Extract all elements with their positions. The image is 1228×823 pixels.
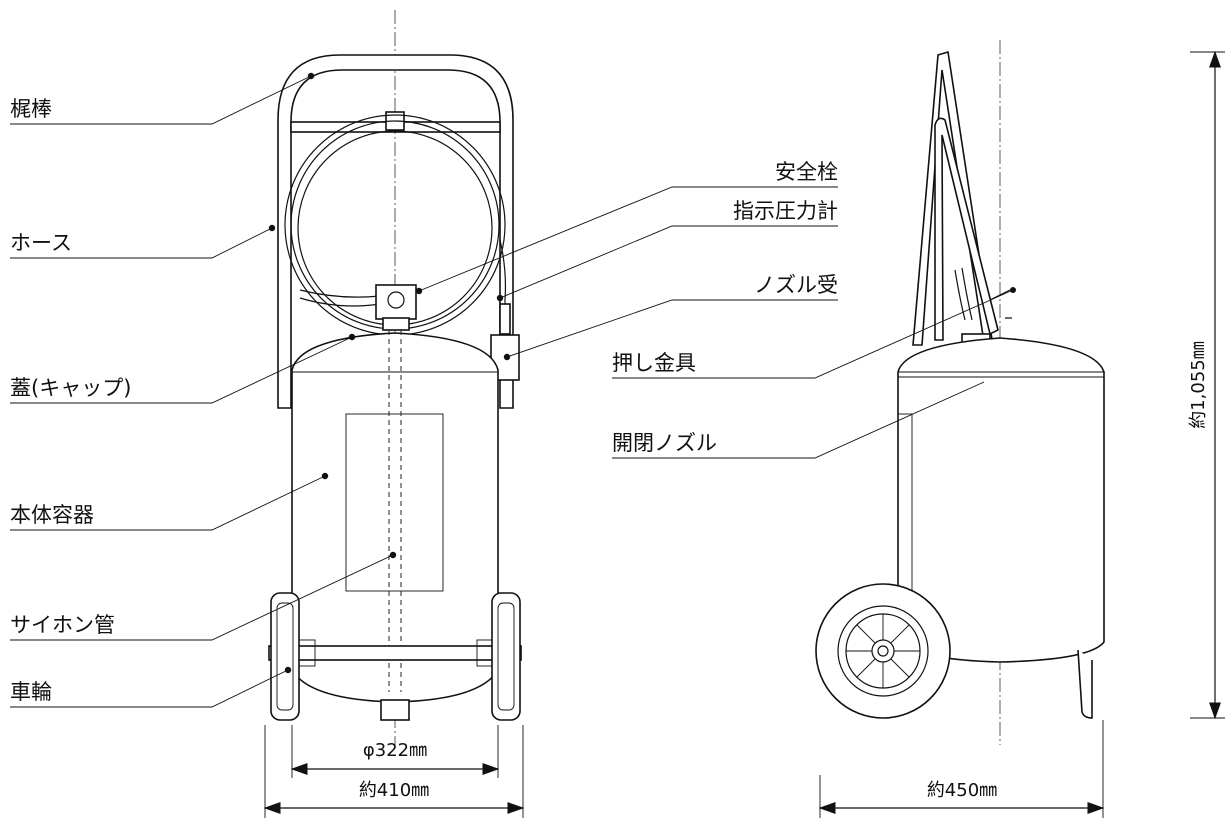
label-hose: ホース: [10, 231, 72, 255]
dim-side-width: 約450㎜: [927, 780, 997, 801]
label-handle: 梶棒: [10, 97, 52, 121]
label-siphon: サイホン管: [10, 613, 115, 637]
dim-front-width: 約410㎜: [359, 780, 429, 801]
part-labels: 梶棒 ホース 蓋(キャップ) 本体容器 サイホン管 車輪 安全栓 指示圧力計 ノ…: [10, 97, 838, 704]
wheel-spokes: [846, 614, 920, 688]
dimension-lines: [263, 50, 1225, 818]
dim-height: 約1,055㎜: [1188, 341, 1209, 429]
side-view: [815, 40, 1105, 745]
dim-body-diameter: φ322㎜: [363, 740, 427, 761]
label-body: 本体容器: [10, 503, 94, 527]
label-safety-pin: 安全栓: [775, 160, 838, 184]
front-view: [268, 10, 522, 745]
label-nozzle-holder: ノズル受: [754, 273, 838, 297]
label-push-fitting: 押し金具: [612, 351, 696, 375]
label-pressure-gauge: 指示圧力計: [733, 199, 838, 223]
leader-lines: [10, 75, 1014, 708]
label-wheel: 車輪: [10, 680, 52, 704]
label-open-close-nozzle: 開閉ノズル: [612, 431, 717, 455]
dimension-labels: φ322㎜ 約410㎜ 約450㎜ 約1,055㎜: [359, 341, 1209, 801]
label-cap: 蓋(キャップ): [10, 376, 131, 400]
